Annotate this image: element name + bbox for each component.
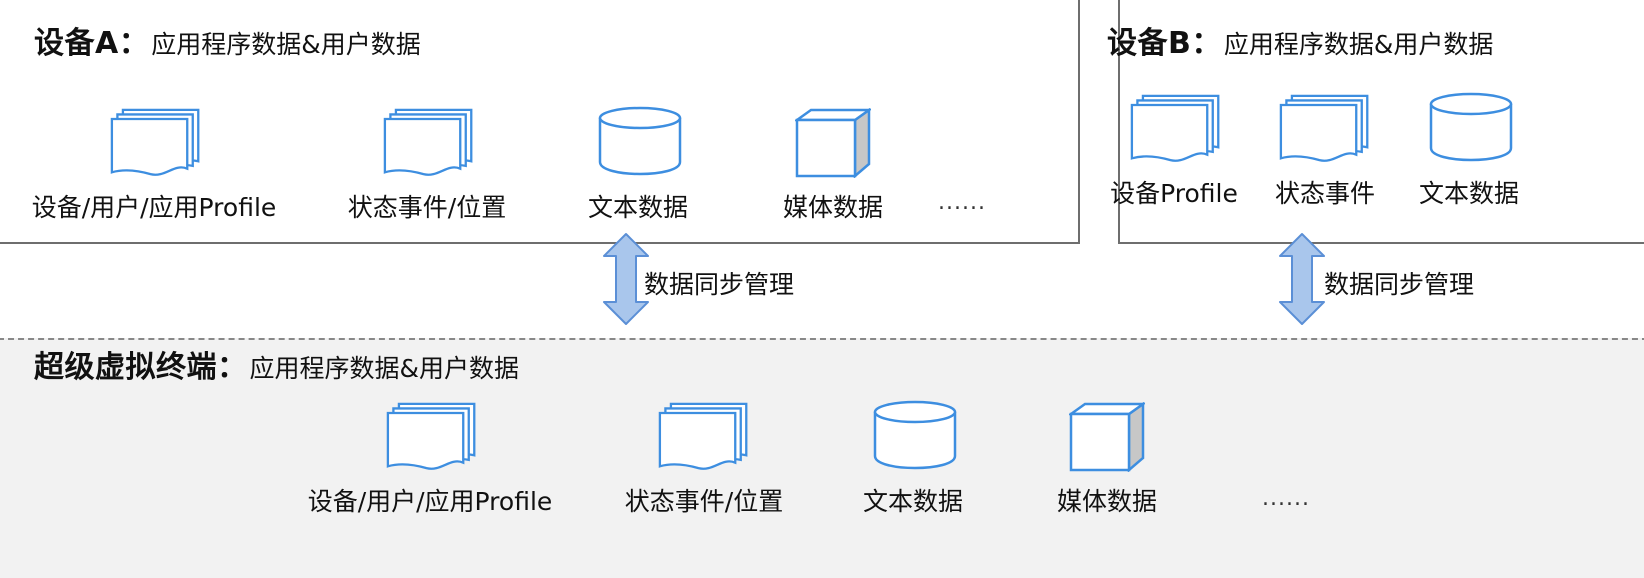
database-cylinder-icon [1429,92,1513,162]
device-b-title-bold: 设备B： [1107,26,1222,61]
device-b-item-label: 设备Profile [1110,179,1238,208]
super-terminal-ellipsis: ...... [1262,486,1310,511]
device-a-panel: 设备A：应用程序数据&用户数据 设备/用户/应用Profile 状态事件/位置 … [0,0,1080,244]
database-cylinder-icon [873,400,957,470]
device-a-item-label: 媒体数据 [782,193,884,222]
device-a-item-label: 文本数据 [587,193,689,222]
stacked-documents-icon [110,108,202,176]
super-terminal-item-label: 设备/用户/应用Profile [307,487,553,516]
device-b-item-label: 文本数据 [1418,179,1520,208]
super-terminal-item-label: 媒体数据 [1056,487,1158,516]
device-a-item-label: 设备/用户/应用Profile [31,193,277,222]
device-b-item-label: 状态事件 [1274,179,1376,208]
device-b-title-sub: 应用程序数据&用户数据 [1223,30,1494,59]
sync-label-b: 数据同步管理 [1324,270,1475,299]
stacked-documents-icon [386,402,478,470]
cube-icon [795,108,871,178]
stacked-documents-icon [658,402,750,470]
sync-double-arrow-icon [1278,232,1326,326]
device-a-title-sub: 应用程序数据&用户数据 [151,30,421,59]
device-a-item-label: 状态事件/位置 [347,193,507,222]
device-b-panel: 设备B：应用程序数据&用户数据 设备Profile 状态事件 文本数据 [1107,0,1644,244]
device-b-title: 设备B：应用程序数据&用户数据 [1107,18,1493,62]
sync-label-a: 数据同步管理 [644,270,795,299]
super-terminal-title-bold: 超级虚拟终端： [34,350,248,385]
super-terminal-title: 超级虚拟终端：应用程序数据&用户数据 [34,342,519,386]
database-cylinder-icon [598,106,682,176]
super-terminal-title-sub: 应用程序数据&用户数据 [249,354,520,383]
device-a-title: 设备A：应用程序数据&用户数据 [34,18,421,62]
stacked-documents-icon [1279,94,1371,162]
stacked-documents-icon [383,108,475,176]
stacked-documents-icon [1130,94,1222,162]
device-a-title-bold: 设备A： [34,26,150,61]
super-terminal-item-label: 文本数据 [862,487,964,516]
device-a-ellipsis: ...... [938,190,986,215]
cube-icon [1069,402,1145,472]
sync-double-arrow-icon [602,232,650,326]
super-terminal-panel: 超级虚拟终端：应用程序数据&用户数据 设备/用户/应用Profile 状态事件/… [0,338,1644,578]
super-terminal-item-label: 状态事件/位置 [624,487,784,516]
